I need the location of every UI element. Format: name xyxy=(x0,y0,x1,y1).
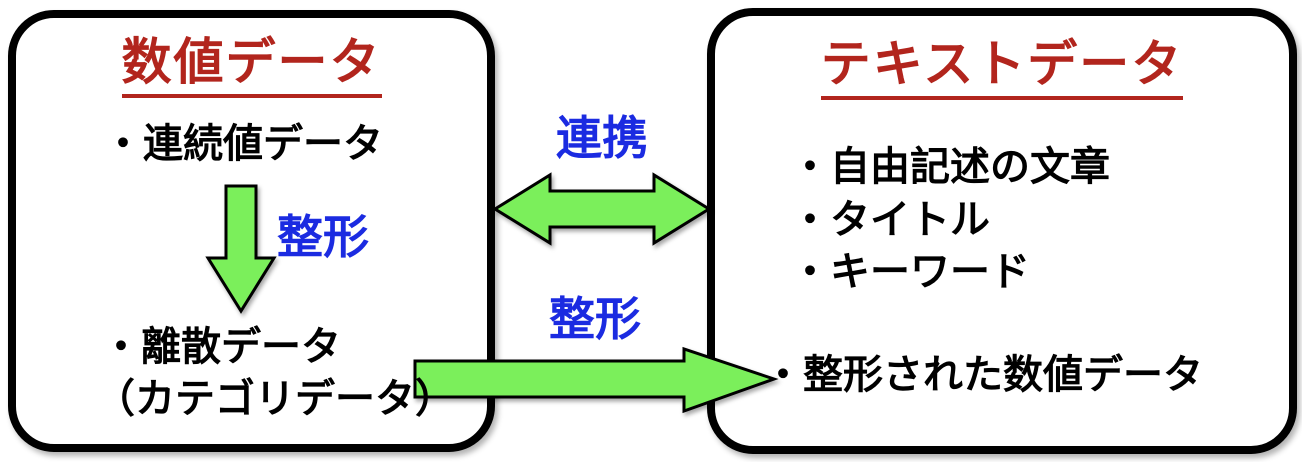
format-label-right: 整形 xyxy=(549,293,641,345)
list-item-continuous-data: ・連続値データ xyxy=(103,122,383,166)
numeric-data-title-text: 数値データ xyxy=(121,36,382,98)
numeric-data-title: 数値データ xyxy=(8,36,495,98)
link-double-arrow-icon xyxy=(492,172,712,246)
list-item-formatted-numeric-data: ・整形された数値データ xyxy=(763,353,1203,397)
text-data-title: テキストデータ xyxy=(707,38,1297,100)
format-label-down: 整形 xyxy=(277,211,369,263)
link-label: 連携 xyxy=(556,112,648,164)
list-item-category-data: （カテゴリデータ） xyxy=(95,377,455,421)
list-item-title: ・タイトル xyxy=(790,198,990,242)
list-item-keyword: ・キーワード xyxy=(790,250,1030,294)
list-item-discrete-data: ・離散データ xyxy=(101,325,341,369)
list-item-free-text: ・自由記述の文章 xyxy=(790,145,1110,189)
text-data-title-text: テキストデータ xyxy=(820,38,1184,100)
text-data-box xyxy=(707,8,1297,454)
